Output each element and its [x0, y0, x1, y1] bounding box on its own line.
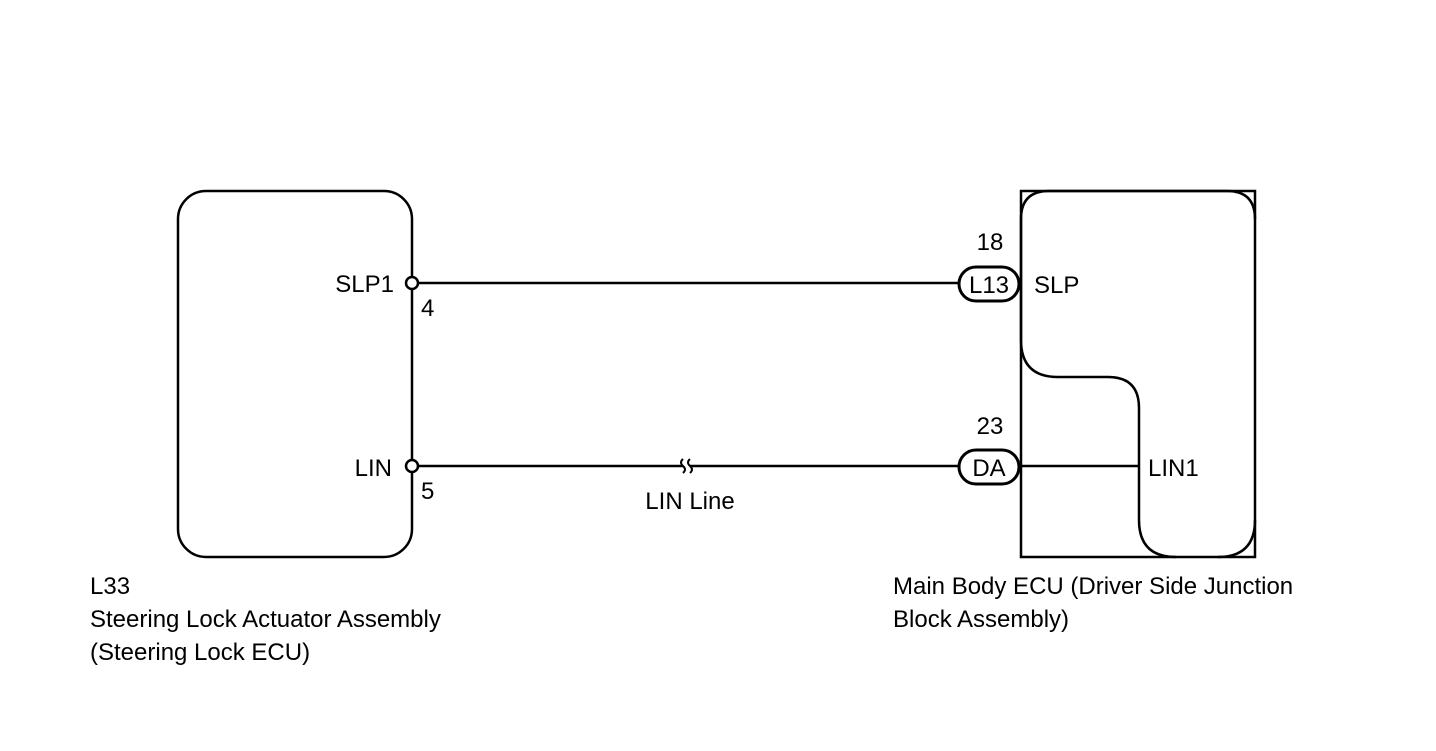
main-body-ecu-component: 18 L13 SLP 23 DA LIN1 Main Body ECU (Dri… — [893, 189, 1293, 633]
right-component-name-line2: Block Assembly) — [893, 606, 1069, 633]
main-body-ecu-lower-corner — [1217, 519, 1257, 559]
terminal-lin-pin-number: 5 — [421, 478, 434, 505]
connector-da-badge — [957, 448, 1021, 486]
connector-l13-pin-number: 18 — [977, 229, 1004, 256]
terminal-lin-label: LIN — [355, 455, 392, 482]
terminal-lin1-label: LIN1 — [1148, 455, 1199, 482]
terminal-lin-pin — [404, 458, 420, 474]
connector-l13-label: L13 — [969, 272, 1009, 299]
connector-da-label: DA — [972, 455, 1005, 482]
wire-break-mark — [680, 458, 686, 474]
left-component-name-line2: (Steering Lock ECU) — [90, 639, 310, 666]
terminal-slp1-pin — [404, 275, 420, 291]
steering-lock-ecu-component: SLP1 4 LIN 5 L33 Steering Lock Actuator … — [90, 189, 441, 666]
main-body-ecu-upper-region — [1019, 189, 1257, 340]
left-component-code: L33 — [90, 573, 130, 600]
terminal-slp1-label: SLP1 — [335, 271, 394, 298]
steering-lock-ecu-box — [176, 189, 414, 559]
wire-break-mark-2 — [687, 458, 693, 474]
connector-da-pin-number: 23 — [977, 413, 1004, 440]
wire-lin-line: LIN Line — [418, 458, 960, 515]
terminal-slp-label: SLP — [1034, 272, 1079, 299]
terminal-slp1-pin-number: 4 — [421, 295, 434, 322]
main-body-ecu-inner-divider — [1019, 339, 1177, 559]
lin-line-label: LIN Line — [645, 488, 734, 515]
right-component-name-line1: Main Body ECU (Driver Side Junction — [893, 573, 1293, 600]
connector-l13-badge — [957, 265, 1021, 303]
left-component-name-line1: Steering Lock Actuator Assembly — [90, 606, 441, 633]
